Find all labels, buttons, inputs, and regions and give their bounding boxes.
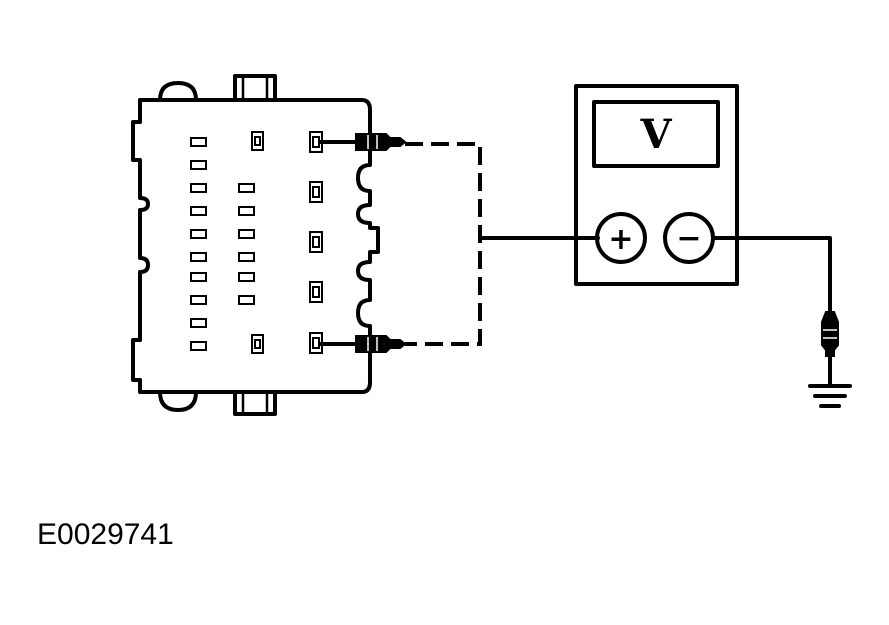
ground-symbol-icon xyxy=(808,384,852,408)
pin-detail xyxy=(254,339,261,349)
figure-id: E0029741 xyxy=(37,518,174,551)
pin xyxy=(238,206,255,216)
pin-detail xyxy=(312,236,320,248)
positive-terminal-label: + xyxy=(608,222,633,257)
connector-bottom-tab xyxy=(233,390,277,416)
pin xyxy=(190,183,207,193)
voltmeter-body xyxy=(574,84,739,286)
pin xyxy=(190,295,207,305)
pin xyxy=(190,206,207,216)
pin-detail xyxy=(312,286,320,298)
connector-bottom-latch xyxy=(158,390,198,412)
pin xyxy=(190,318,207,328)
voltmeter: V + − xyxy=(574,84,739,286)
pin xyxy=(190,252,207,262)
pin xyxy=(238,183,255,193)
pin xyxy=(190,137,207,147)
pin-detail xyxy=(254,136,261,146)
pin xyxy=(190,341,207,351)
positive-terminal xyxy=(595,212,647,264)
pin xyxy=(238,295,255,305)
pin-column-left xyxy=(190,137,207,351)
ground-probe xyxy=(821,311,839,386)
pin-column-middle xyxy=(238,131,264,354)
pin xyxy=(190,272,207,282)
negative-lead xyxy=(711,236,832,320)
connector-top-tab xyxy=(233,74,277,102)
pin-detail xyxy=(312,186,320,198)
negative-terminal-label: − xyxy=(676,221,701,256)
connector-outline xyxy=(131,98,380,394)
voltmeter-display xyxy=(592,100,720,168)
probe-top xyxy=(318,133,407,151)
pin xyxy=(238,272,255,282)
test-probe-icon xyxy=(355,335,407,353)
pin-detail xyxy=(312,337,320,349)
test-probe-icon xyxy=(821,311,839,357)
dashed-lead xyxy=(405,142,482,346)
connector-top-latch xyxy=(158,81,198,102)
pin-column-right xyxy=(309,131,323,354)
connector xyxy=(131,74,380,416)
voltmeter-display-label: V xyxy=(639,111,672,158)
pin xyxy=(238,252,255,262)
probe-bottom xyxy=(318,335,407,353)
pin xyxy=(190,229,207,239)
pin xyxy=(238,229,255,239)
test-probe-icon xyxy=(355,133,407,151)
pin xyxy=(190,160,207,170)
